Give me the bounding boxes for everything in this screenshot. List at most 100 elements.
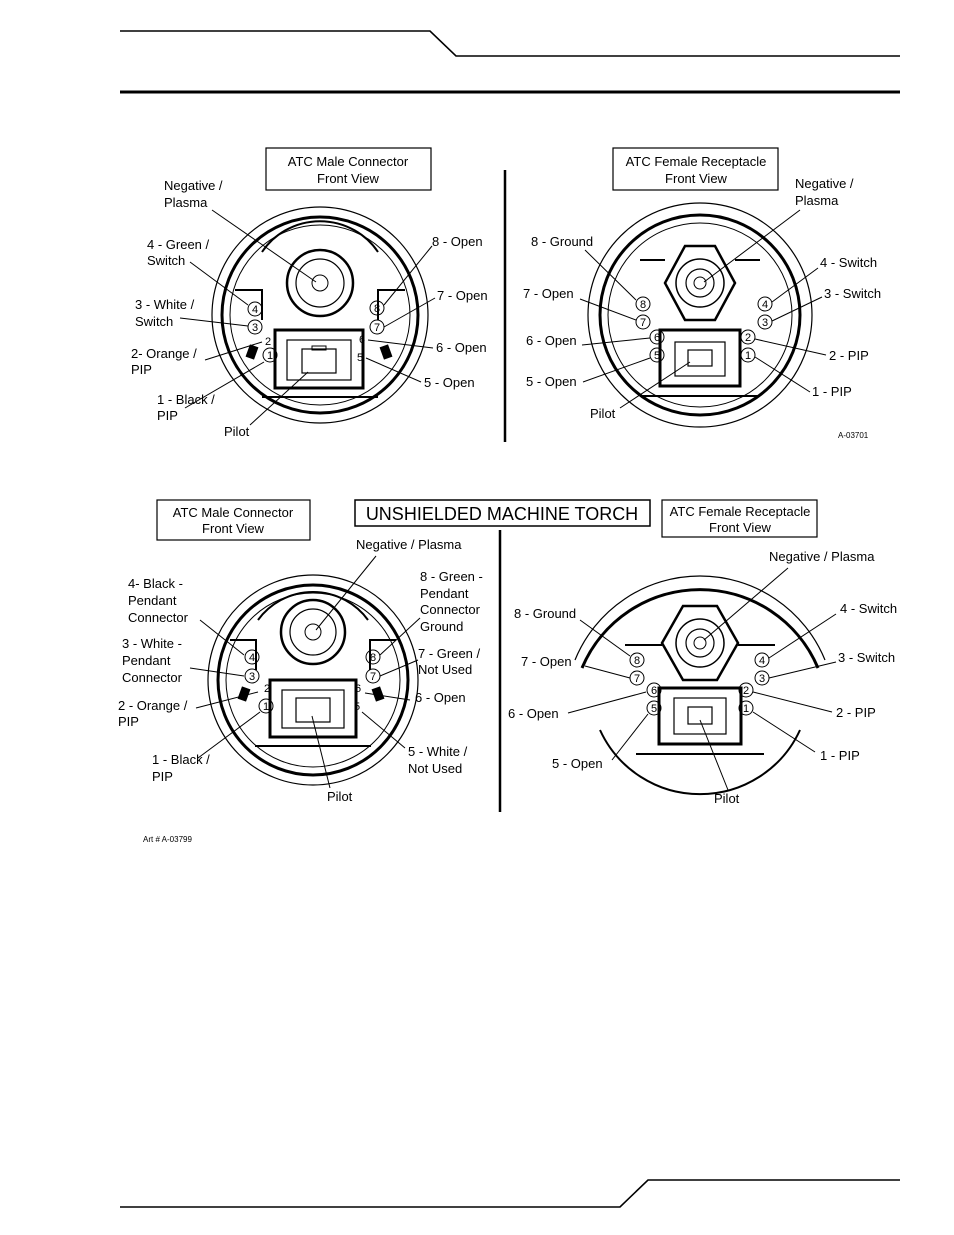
label-pin2: 2 - Orange / (118, 698, 188, 713)
bottom-female-leaders (567, 567, 837, 791)
label-pin5: 5 - Open (526, 374, 577, 389)
top-male-title-box (265, 147, 432, 191)
male-pin-numbers (244, 649, 381, 714)
label-pin6: 6 - Open (436, 340, 487, 355)
label-pin5: 5 - Open (424, 375, 475, 390)
label-pin8-b: Pendant (420, 586, 469, 601)
pin-5: 5 (354, 701, 360, 713)
pin-3: 3 (759, 673, 765, 685)
pin-8: 8 (374, 303, 380, 315)
label-pin3-c: Connector (122, 670, 183, 685)
pin-8: 8 (634, 655, 640, 667)
footer-rule (120, 1179, 900, 1208)
pin-2: 2 (265, 336, 271, 348)
art-number: Art # A-03799 (143, 835, 192, 844)
label-pin4-b: Pendant (128, 593, 177, 608)
banner-box (354, 499, 651, 527)
female-receptacle-face (574, 575, 826, 796)
pin-6: 6 (654, 332, 660, 344)
top-female-leaders (579, 209, 827, 409)
pin-2: 2 (743, 685, 749, 697)
label-negative: Negative / (795, 176, 854, 191)
pin-3: 3 (762, 317, 768, 329)
label-pin7: 7 - Green / (418, 646, 481, 661)
pin-3: 3 (249, 671, 255, 683)
label-pin4-c: Connector (128, 610, 189, 625)
label-pin8: 8 - Ground (514, 606, 576, 621)
pin-7: 7 (374, 322, 380, 334)
label-negative: Negative / (164, 178, 223, 193)
female-receptacle-face (587, 202, 813, 428)
pin-1: 1 (267, 350, 273, 362)
label-pilot: Pilot (327, 789, 353, 804)
label-pin7-b: Not Used (418, 662, 472, 677)
label-pin6: 6 - Open (415, 690, 466, 705)
label-pin8: 8 - Open (432, 234, 483, 249)
label-pin1: 1 - Black / (157, 392, 215, 407)
pin-4: 4 (762, 299, 768, 311)
pin-6: 6 (359, 334, 365, 346)
label-pin4: 4 - Switch (840, 601, 897, 616)
bottom-male-diagram: ATC Male Connector Front View 4 3 2 1 8 (118, 499, 483, 844)
label-pin4: 4 - Green / (147, 237, 210, 252)
pin-7: 7 (640, 317, 646, 329)
top-male-title: ATC Male Connector (288, 154, 409, 169)
label-pin6: 6 - Open (526, 333, 577, 348)
label-pin1: 1 - Black / (152, 752, 210, 767)
pin-3: 3 (252, 322, 258, 334)
pin-8: 8 (370, 652, 376, 664)
male-pin-numbers (247, 300, 385, 363)
label-pin8-c: Connector (420, 602, 481, 617)
label-pilot: Pilot (714, 791, 740, 806)
bottom-male-subtitle: Front View (202, 521, 265, 536)
label-pin2: 2 - PIP (829, 348, 869, 363)
art-number: A-03701 (838, 431, 869, 440)
pin-4: 4 (249, 652, 255, 664)
label-pin7: 7 - Open (437, 288, 488, 303)
label-pin4-b: Switch (147, 253, 185, 268)
pin-1: 1 (743, 703, 749, 715)
pin-7: 7 (370, 671, 376, 683)
top-female-title: ATC Female Receptacle (626, 154, 767, 169)
label-pin1: 1 - PIP (812, 384, 852, 399)
label-pin3: 3 - White / (135, 297, 195, 312)
bottom-female-title: ATC Female Receptacle (670, 504, 811, 519)
pin-8: 8 (640, 299, 646, 311)
pin-5: 5 (651, 703, 657, 715)
label-pin5: 5 - White / (408, 744, 468, 759)
pin-6: 6 (355, 683, 361, 695)
label-pin1-b: PIP (152, 769, 173, 784)
label-pin2: 2- Orange / (131, 346, 197, 361)
bottom-male-title: ATC Male Connector (173, 505, 294, 520)
label-pilot: Pilot (590, 406, 616, 421)
label-pin1-b: PIP (157, 408, 178, 423)
label-plasma: Plasma (164, 195, 208, 210)
label-pin3: 3 - White - (122, 636, 182, 651)
label-pin3: 3 - Switch (824, 286, 881, 301)
top-female-title-box (612, 147, 779, 191)
bottom-male-title-box (156, 499, 311, 541)
male-connector-face (211, 206, 429, 424)
pin-4: 4 (252, 304, 258, 316)
pin-1: 1 (263, 701, 269, 713)
label-pilot: Pilot (224, 424, 250, 439)
female-pin-numbers (629, 652, 770, 716)
label-pin4: 4 - Switch (820, 255, 877, 270)
label-pin2-b: PIP (118, 714, 139, 729)
male-connector-face (207, 574, 419, 786)
bottom-male-leaders (189, 555, 421, 789)
label-pin2: 2 - PIP (836, 705, 876, 720)
pin-2: 2 (745, 332, 751, 344)
pin-5: 5 (357, 352, 363, 364)
pin-7: 7 (634, 673, 640, 685)
pin-4: 4 (759, 655, 765, 667)
top-female-subtitle: Front View (665, 171, 728, 186)
label-negative-plasma: Negative / Plasma (356, 537, 462, 552)
label-pin8: 8 - Ground (531, 234, 593, 249)
top-male-leaders (179, 209, 436, 426)
bottom-female-subtitle: Front View (709, 520, 772, 535)
label-pin5-b: Not Used (408, 761, 462, 776)
bottom-female-diagram: ATC Female Receptacle Front View 8 7 6 5… (508, 499, 897, 806)
top-female-diagram: ATC Female Receptacle Front View 8 7 6 5… (523, 147, 881, 440)
